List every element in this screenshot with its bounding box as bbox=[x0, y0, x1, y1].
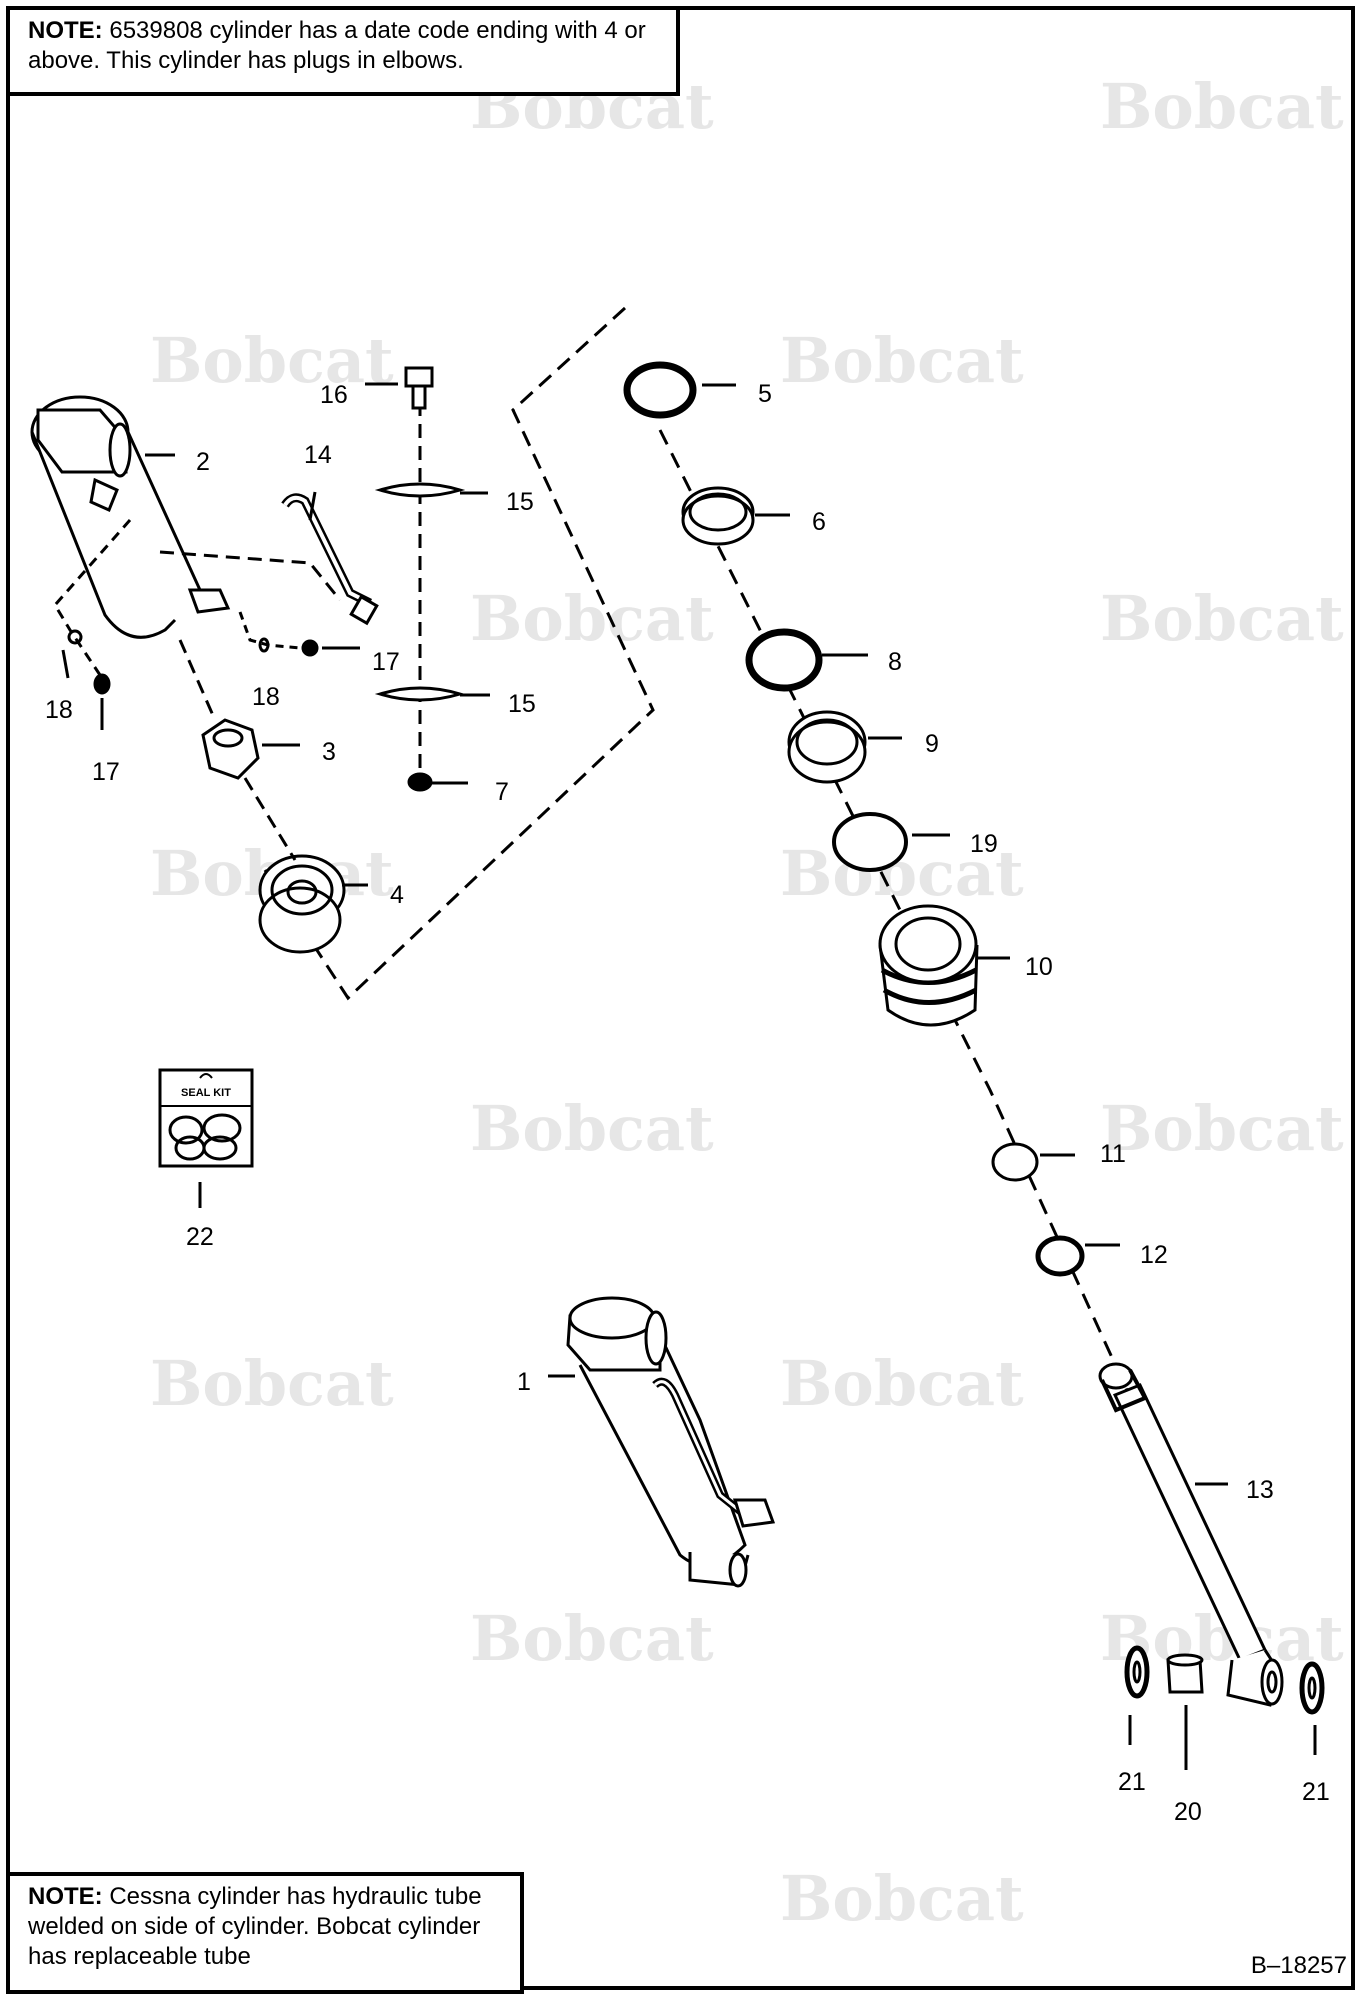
callout-10: 10 bbox=[1025, 953, 1053, 981]
watermark-text: Bobcat bbox=[780, 324, 1024, 397]
watermark-text: Bobcat bbox=[1100, 70, 1344, 143]
leader-lines bbox=[61, 382, 1317, 1770]
callout-18-right: 18 bbox=[252, 683, 280, 711]
part-9-band bbox=[787, 710, 867, 784]
part-15-clip-lower bbox=[374, 686, 466, 702]
part-21-washer-left bbox=[1124, 1645, 1150, 1699]
watermark-text: Bobcat bbox=[470, 582, 714, 655]
callout-17-right: 17 bbox=[372, 648, 400, 676]
part-22-seal-kit bbox=[158, 1068, 254, 1168]
callout-14: 14 bbox=[304, 441, 332, 469]
callout-8: 8 bbox=[888, 648, 902, 676]
callout-18-left: 18 bbox=[45, 696, 73, 724]
callout-19: 19 bbox=[970, 830, 998, 858]
watermark-text: Bobcat bbox=[470, 1602, 714, 1675]
part-4-head bbox=[258, 854, 346, 954]
callout-21-left: 21 bbox=[1118, 1768, 1146, 1796]
note-bottom-prefix: NOTE: bbox=[28, 1883, 103, 1910]
diagram-frame bbox=[6, 6, 1355, 1990]
watermark-text: Bobcat bbox=[1100, 582, 1344, 655]
callout-15-upper: 15 bbox=[506, 488, 534, 516]
part-6-band bbox=[681, 486, 755, 546]
note-top: NOTE: 6539808 cylinder has a date code e… bbox=[6, 6, 680, 96]
callout-20: 20 bbox=[1174, 1798, 1202, 1826]
part-7-nut bbox=[407, 772, 433, 792]
callout-labels: 2 3 4 5 6 7 8 9 19 10 11 12 13 14 15 15 … bbox=[45, 380, 1330, 1826]
assembly-line bbox=[53, 519, 132, 676]
callout-13: 13 bbox=[1246, 1476, 1274, 1504]
part-1-cylinder-assembly bbox=[566, 1296, 776, 1588]
assembly-boundary bbox=[263, 306, 655, 1001]
callout-1: 1 bbox=[517, 1368, 531, 1396]
part-21-washer-right bbox=[1299, 1661, 1325, 1715]
assembly-line bbox=[159, 550, 342, 601]
callout-5: 5 bbox=[758, 380, 772, 408]
part-3-nut bbox=[201, 718, 260, 780]
watermark-text: Bobcat bbox=[150, 1347, 394, 1420]
callout-11: 11 bbox=[1100, 1140, 1126, 1168]
note-top-prefix: NOTE: bbox=[28, 17, 103, 44]
callout-6: 6 bbox=[812, 508, 826, 536]
assembly-line bbox=[238, 611, 301, 650]
part-11-ring bbox=[991, 1142, 1039, 1182]
part-20-bushing bbox=[1166, 1653, 1204, 1694]
watermark-text: Bobcat bbox=[1100, 1092, 1344, 1165]
part-10-piston bbox=[878, 904, 979, 1027]
callout-15-lower: 15 bbox=[508, 690, 536, 718]
callout-22: 22 bbox=[186, 1223, 214, 1251]
part-14-tube bbox=[281, 493, 379, 626]
note-bottom-text: Cessna cylinder has hydraulic tube welde… bbox=[28, 1883, 482, 1970]
assembly-line bbox=[178, 639, 297, 861]
callout-12: 12 bbox=[1140, 1241, 1168, 1269]
part-8-ring bbox=[745, 628, 823, 692]
callout-4: 4 bbox=[390, 881, 404, 909]
part-12-ring bbox=[1035, 1235, 1085, 1277]
callout-16: 16 bbox=[320, 381, 348, 409]
part-16-bolt bbox=[404, 366, 434, 410]
part-17-plug-right bbox=[301, 639, 319, 657]
callout-17-left: 17 bbox=[92, 758, 120, 786]
watermark-text: Bobcat bbox=[150, 324, 394, 397]
part-18-oring-left bbox=[67, 629, 83, 645]
watermark-text: Bobcat bbox=[470, 1092, 714, 1165]
part-13-rod bbox=[1098, 1362, 1284, 1707]
part-17-plug-left bbox=[93, 673, 111, 695]
part-19-ring bbox=[832, 812, 908, 872]
watermark-text: Bobcat bbox=[780, 1862, 1024, 1935]
figure-code: B–18257 bbox=[1250, 1952, 1347, 1979]
watermark-layer: Bobcat Bobcat Bobcat Bobcat Bobcat Bobca… bbox=[150, 70, 1344, 1935]
callout-3: 3 bbox=[322, 738, 336, 766]
callout-2: 2 bbox=[196, 448, 210, 476]
note-bottom: NOTE: Cessna cylinder has hydraulic tube… bbox=[6, 1872, 524, 1994]
part-2-barrel bbox=[30, 395, 231, 639]
callout-7: 7 bbox=[495, 778, 509, 806]
callout-9: 9 bbox=[925, 730, 939, 758]
part-15-clip-upper bbox=[374, 482, 466, 498]
note-top-text: 6539808 cylinder has a date code ending … bbox=[28, 17, 646, 74]
seal-kit-label: SEAL KIT bbox=[181, 1087, 231, 1099]
callout-21-right: 21 bbox=[1302, 1778, 1330, 1806]
part-5-ring bbox=[623, 361, 697, 419]
watermark-text: Bobcat bbox=[780, 1347, 1024, 1420]
